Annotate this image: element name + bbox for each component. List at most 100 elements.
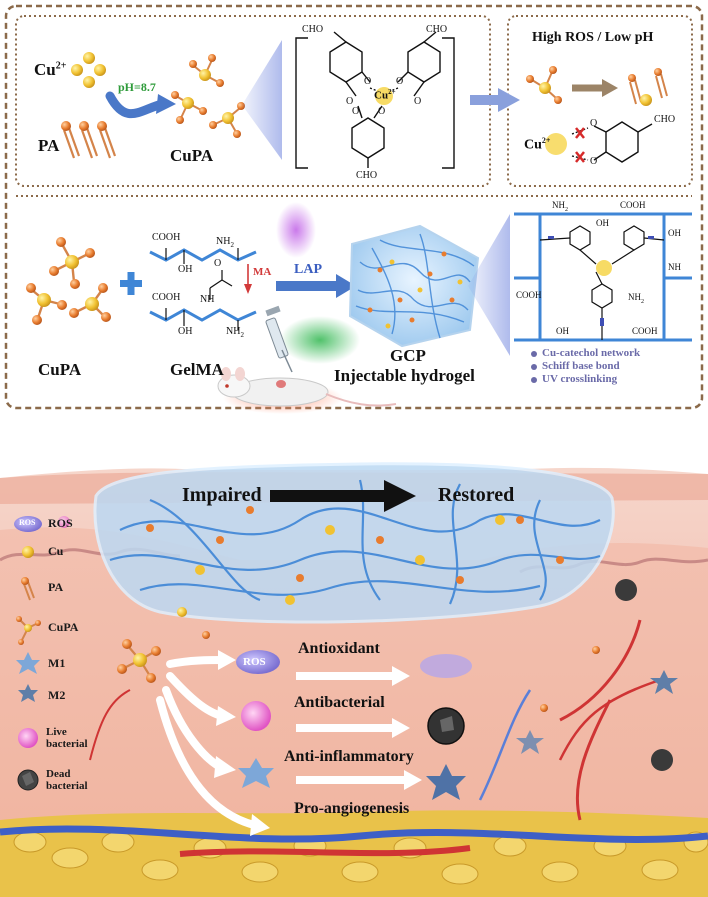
ma-label: MA <box>253 266 272 278</box>
hydrogel-wound-patch <box>93 462 615 624</box>
o-label-4: O <box>414 96 422 107</box>
ros-badge <box>236 650 280 674</box>
release-arrow <box>498 88 520 112</box>
restored-label: Restored <box>438 484 515 506</box>
network-zoom-beam <box>468 214 510 356</box>
effect-antibacterial: Antibacterial <box>294 694 385 711</box>
legend-pa: PA <box>48 580 64 594</box>
green-light-glow <box>280 316 360 364</box>
synthesis-arrowhead <box>156 94 176 114</box>
gcp-label: GCP <box>390 346 426 365</box>
pa-label: PA <box>38 136 60 155</box>
gelma-oh-1: OH <box>178 264 193 275</box>
effect-anti-inflammatory: Anti-inflammatory <box>284 748 414 765</box>
synthesis-box <box>15 15 491 187</box>
cupa-cluster-icon <box>171 54 245 138</box>
legend-m1: M1 <box>48 656 66 670</box>
cupa-release-icon <box>526 66 668 106</box>
effect-arrowheads <box>214 650 270 836</box>
lap-label: LAP <box>294 262 322 277</box>
blood-vessels <box>0 619 708 857</box>
gelma-nh: NH <box>200 294 215 305</box>
mouse-illustration <box>217 367 397 414</box>
live-bacteria-icon <box>241 701 271 731</box>
cupa-label-top: CuPA <box>170 146 214 165</box>
released-cu-label: Cu2+ <box>524 136 551 153</box>
outer-dashed-frame <box>4 4 704 410</box>
zoom-beam <box>242 40 282 160</box>
network-cooh-3: COOH <box>632 326 658 336</box>
cu-ion-label: Cu2+ <box>34 60 67 79</box>
plus-icon <box>120 272 142 295</box>
cupa-label-bottom: CuPA <box>38 360 82 379</box>
synthesis-arrow <box>105 91 167 119</box>
ma-arrow <box>244 264 252 294</box>
legend-live-bacterial: Live bacterial <box>46 726 88 750</box>
network-oh-3: OH <box>668 228 681 238</box>
wound-scene <box>0 462 708 897</box>
release-o-label-1: O <box>590 118 598 129</box>
network-item-1: Cu-catechol network <box>542 347 641 359</box>
result-arrows <box>296 666 422 790</box>
cu-catechol-structure <box>295 31 455 169</box>
cupa-release-cluster <box>117 639 161 683</box>
legend-dead-bacterial: Dead bacterial <box>46 768 88 792</box>
network-nh: NH <box>668 262 681 272</box>
legend-icons <box>14 516 70 791</box>
network-nh2-2: NH2 <box>628 292 644 305</box>
cupa-icon-large <box>26 237 111 325</box>
cho-label-right: CHO <box>426 24 448 35</box>
gelma-nh2-2: NH2 <box>226 326 244 339</box>
m1-macrophage-icon <box>238 758 274 788</box>
gelma-oh-2: OH <box>178 326 193 337</box>
o-label-5: O <box>352 106 360 117</box>
impaired-restored-arrowhead <box>384 480 416 512</box>
effect-pro-angiogenesis: Pro-angiogenesis <box>294 800 410 817</box>
gelma-cooh-2: COOH <box>152 292 181 303</box>
released-cu-glow <box>545 133 567 155</box>
scattered-bacteria <box>177 579 678 771</box>
m2-macrophage-icon <box>426 764 466 800</box>
gcp-hydrogel-block <box>348 224 480 348</box>
network-nh2-1: NH2 <box>552 200 568 213</box>
cu-center-label: Cu2+ <box>374 88 396 102</box>
panel-synthesis <box>4 4 704 410</box>
network-cooh-1: COOH <box>620 200 646 210</box>
release-box <box>507 15 693 187</box>
release-o-label-2: O <box>590 156 598 167</box>
legend-ros: ROS <box>48 516 73 530</box>
legend-cu: Cu <box>48 544 64 558</box>
release-cho-label: CHO <box>654 114 676 125</box>
gelma-label: GelMA <box>170 360 224 379</box>
lap-arrow <box>336 274 356 298</box>
pa-molecules-icon <box>61 121 117 159</box>
dermis-layer <box>0 527 708 897</box>
network-oh-2: OH <box>556 326 569 336</box>
uv-light-glow <box>276 202 316 258</box>
o-label-1: O <box>364 76 372 87</box>
network-legend-dots <box>531 351 537 383</box>
impaired-label: Impaired <box>182 484 262 506</box>
network-oh-1: OH <box>596 218 609 228</box>
gelma-side-chains <box>165 248 239 330</box>
condition-title: High ROS / Low pH <box>532 30 654 45</box>
syringe-icon <box>265 305 293 373</box>
gelma-o: O <box>214 258 222 269</box>
ph-label: pH=8.7 <box>118 80 156 94</box>
o-label-6: O <box>378 106 386 117</box>
gelma-nh2-1: NH2 <box>216 236 234 249</box>
ros-target-label: ROS <box>243 656 266 668</box>
bond-break-icons <box>575 127 585 163</box>
network-structure <box>514 212 692 342</box>
cho-label-left: CHO <box>302 24 324 35</box>
o-label-3: O <box>346 96 354 107</box>
legend-cupa: CuPA <box>48 620 79 634</box>
cu-ions-icon <box>71 52 106 88</box>
network-item-3: UV crosslinking <box>542 373 618 385</box>
panel-hydrogel <box>16 195 692 414</box>
legend-ros-badge-text: ROS <box>19 518 36 527</box>
cu-center-glow <box>375 87 393 105</box>
neutralized-ros-icon <box>420 654 472 678</box>
